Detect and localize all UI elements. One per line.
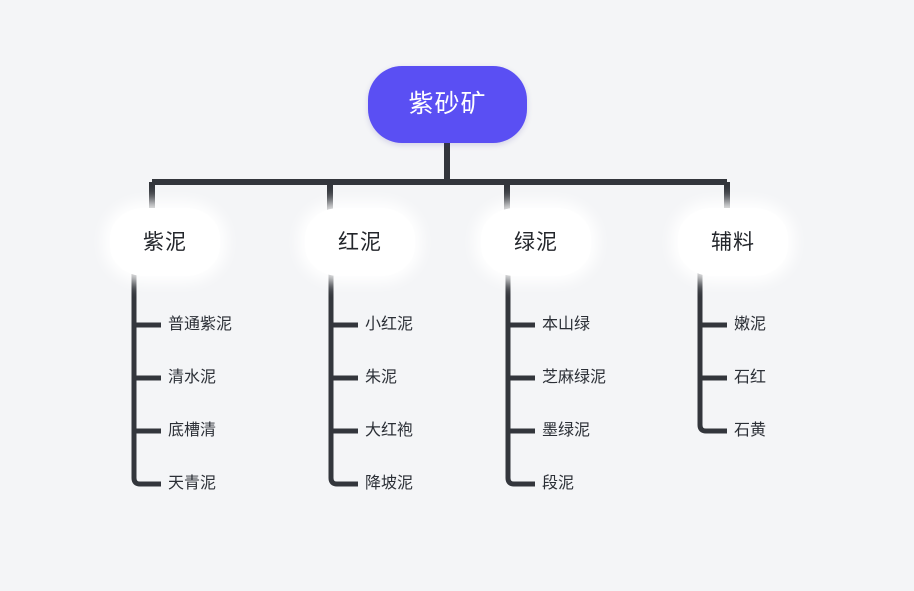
leaf-label-4-1[interactable]: 嫩泥 bbox=[734, 316, 767, 333]
leaf-label-2-1[interactable]: 小红泥 bbox=[365, 316, 414, 333]
leaf-label-3-2[interactable]: 芝麻绿泥 bbox=[542, 369, 607, 386]
root-node[interactable]: 紫砂矿 bbox=[368, 66, 527, 143]
branch-node-1-label: 紫泥 bbox=[143, 230, 187, 254]
leaf-label-4-2[interactable]: 石红 bbox=[734, 369, 767, 386]
branch-node-3-label: 绿泥 bbox=[514, 230, 558, 254]
branch-node-2-label: 红泥 bbox=[338, 230, 382, 254]
spine-2 bbox=[328, 272, 358, 487]
leaf-label-4-3[interactable]: 石黄 bbox=[734, 422, 767, 439]
leaf-label-2-4[interactable]: 降坡泥 bbox=[365, 475, 414, 492]
branch-node-1[interactable]: 紫泥 bbox=[110, 208, 220, 276]
branch-node-3[interactable]: 绿泥 bbox=[481, 208, 591, 276]
branch-node-4-label: 辅料 bbox=[711, 230, 755, 254]
leaf-label-3-1[interactable]: 本山绿 bbox=[542, 316, 591, 333]
leaf-label-1-4[interactable]: 天青泥 bbox=[168, 475, 217, 492]
spine-3 bbox=[505, 272, 535, 487]
leaf-label-1-2[interactable]: 清水泥 bbox=[168, 369, 217, 386]
spine-4 bbox=[697, 272, 727, 434]
leaf-label-3-4[interactable]: 段泥 bbox=[542, 475, 575, 492]
root-node-label: 紫砂矿 bbox=[408, 90, 487, 118]
leaf-label-1-1[interactable]: 普通紫泥 bbox=[168, 316, 233, 333]
leaf-label-1-3[interactable]: 底槽清 bbox=[168, 422, 217, 439]
branch-node-2[interactable]: 红泥 bbox=[305, 208, 415, 276]
leaf-label-2-3[interactable]: 大红袍 bbox=[365, 422, 414, 439]
branch-node-4[interactable]: 辅料 bbox=[678, 208, 788, 276]
leaf-label-3-3[interactable]: 墨绿泥 bbox=[542, 422, 591, 439]
spine-1 bbox=[131, 272, 161, 487]
leaf-label-2-2[interactable]: 朱泥 bbox=[365, 369, 398, 386]
